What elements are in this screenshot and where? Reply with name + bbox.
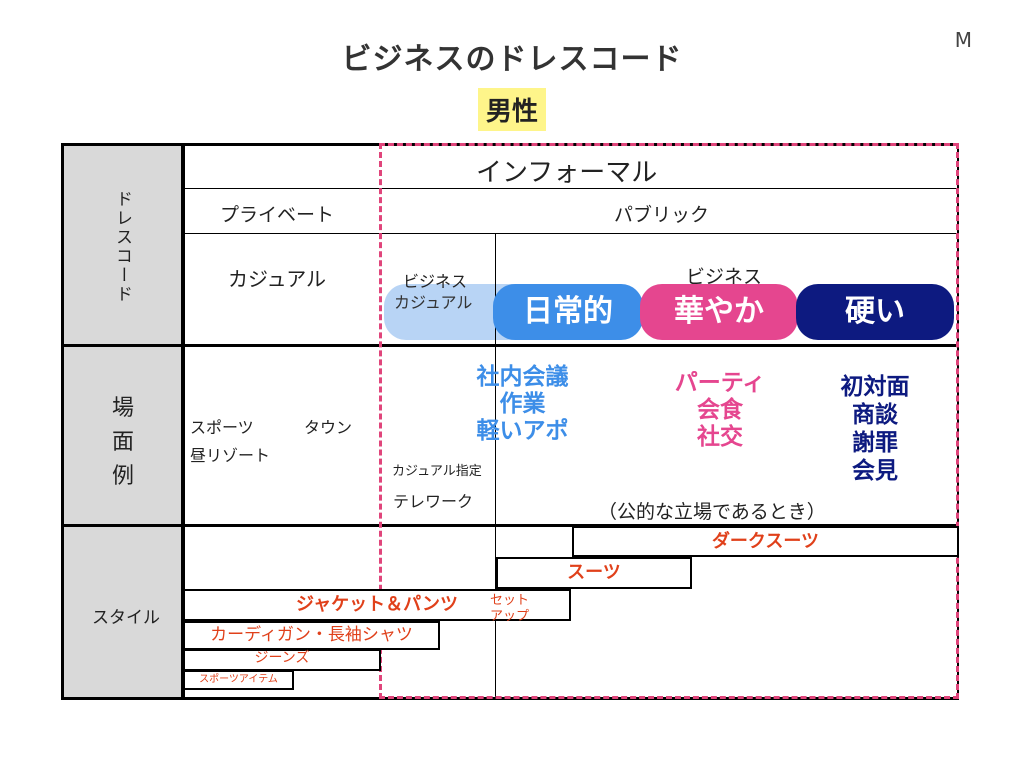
public-dashed-border xyxy=(379,143,382,699)
scene-sports: スポーツ xyxy=(190,418,254,437)
pill-daily: 日常的 xyxy=(493,284,643,340)
style-jeans: ジーンズ xyxy=(183,649,381,671)
style-jacket-pants: ジャケット＆パンツ xyxy=(183,589,571,621)
pill-formal: 硬い xyxy=(796,284,954,340)
corner-label: M xyxy=(954,28,972,52)
scene-town: タウン xyxy=(304,418,353,437)
scene-gorgeous-3: 社交 xyxy=(697,424,743,450)
scene-formal-4: 会見 xyxy=(852,458,898,484)
row-header-scene-1: 場 xyxy=(112,396,135,421)
style-setup-2: アップ xyxy=(490,609,530,624)
public-header: パブリック xyxy=(614,204,710,226)
scene-casual-specified: カジュアル指定 xyxy=(392,464,482,479)
gender-label: 男性 xyxy=(477,88,546,131)
style-cardigan: カーディガン・長袖シャツ xyxy=(183,621,440,650)
style-setup-1: セット xyxy=(490,593,530,608)
business-header: ビジネス xyxy=(686,266,763,288)
business-casual-band xyxy=(384,284,514,340)
pill-gorgeous: 華やか xyxy=(640,284,798,340)
page-title: ビジネスのドレスコード xyxy=(341,42,683,77)
biz-casual-label-1: ビジネス xyxy=(403,272,468,291)
scene-note: （公的な立場であるとき） xyxy=(598,501,826,523)
private-header: プライベート xyxy=(220,204,335,226)
row-header-scene-3: 例 xyxy=(112,464,135,489)
row-header-style: スタイル xyxy=(92,608,160,628)
scene-daily-3: 軽いアポ xyxy=(476,418,569,444)
row-header-column xyxy=(62,144,183,698)
row-header-scene-2: 面 xyxy=(112,430,135,455)
scene-telework: テレワーク xyxy=(393,492,474,511)
scene-daily-2: 作業 xyxy=(499,391,546,417)
scene-gorgeous-1: パーティ xyxy=(674,370,766,396)
scene-resort: 昼リゾート xyxy=(190,446,271,465)
scene-gorgeous-2: 会食 xyxy=(697,397,743,423)
style-suit: スーツ xyxy=(496,557,692,589)
style-dark-suit: ダークスーツ xyxy=(572,526,959,557)
informal-header: インフォーマル xyxy=(476,158,658,188)
biz-casual-label-2: カジュアル xyxy=(394,293,473,312)
style-sports-item: スポーツアイテム xyxy=(183,670,294,690)
casual-header: カジュアル xyxy=(228,267,326,291)
scene-formal-1: 初対面 xyxy=(840,374,910,400)
scene-daily-1: 社内会議 xyxy=(476,364,569,390)
scene-formal-2: 商談 xyxy=(852,402,898,428)
row-header-dresscode: ドレスコード xyxy=(112,190,132,304)
scene-formal-3: 謝罪 xyxy=(852,430,898,456)
